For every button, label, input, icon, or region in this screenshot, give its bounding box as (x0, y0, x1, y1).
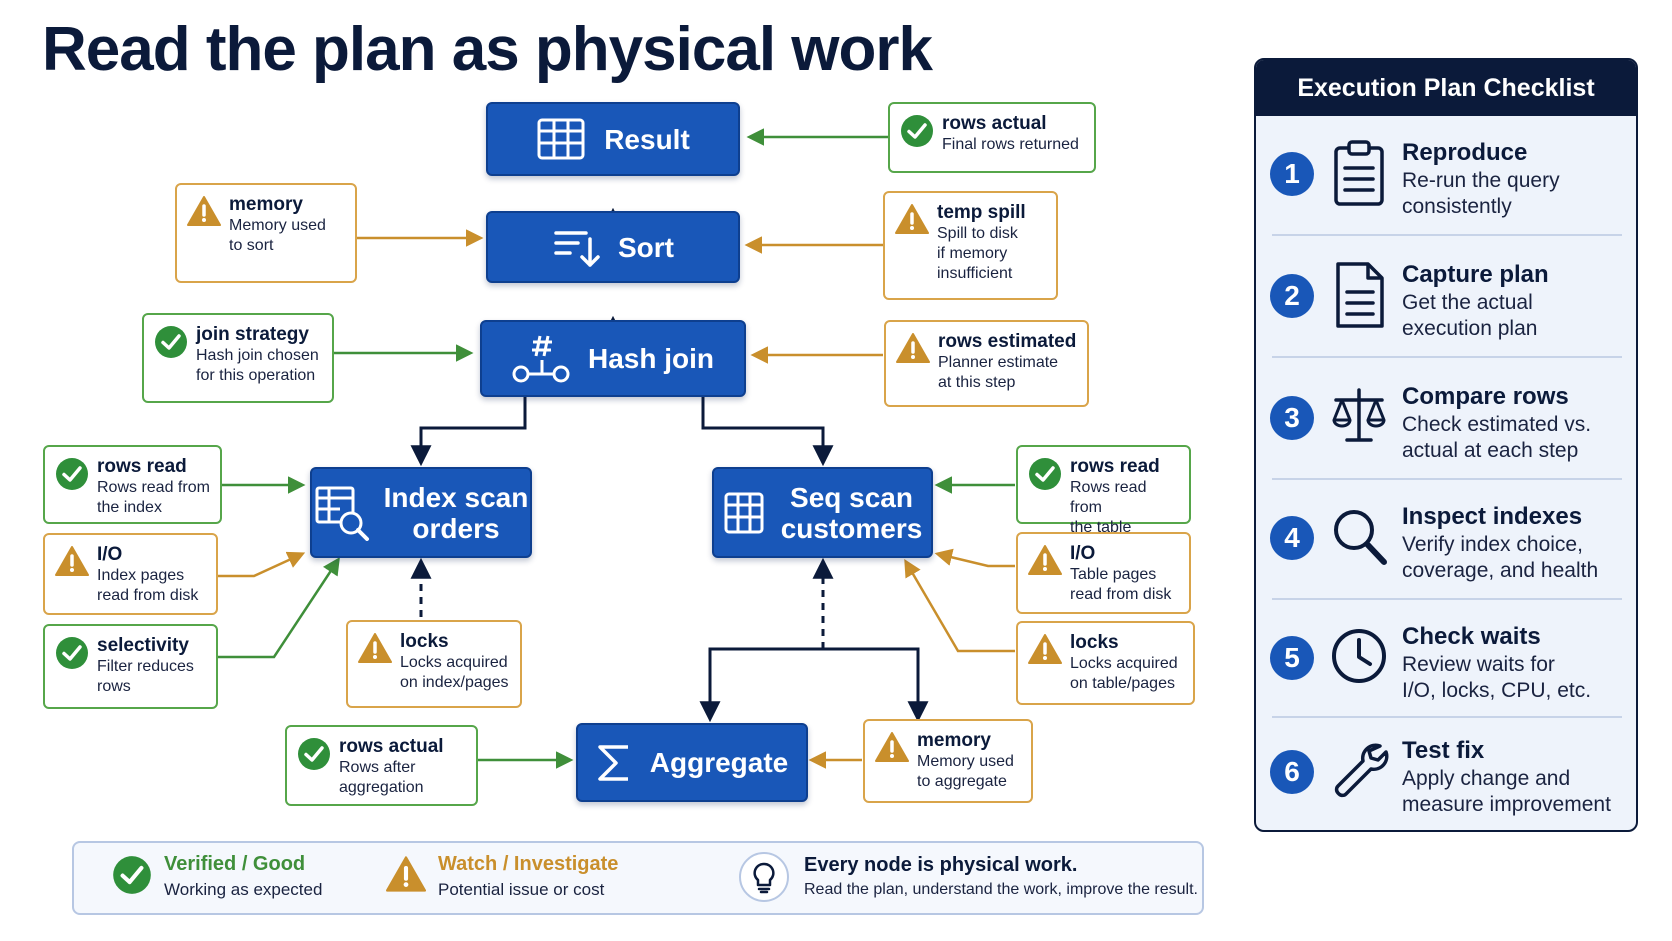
warning-icon (358, 632, 392, 669)
check-icon (112, 855, 152, 900)
checklist-title: Execution Plan Checklist (1256, 60, 1636, 116)
wrench-icon (1328, 736, 1390, 806)
table-icon (723, 491, 765, 535)
node-label: Hash join (587, 343, 714, 374)
magnifier-icon (1328, 502, 1390, 572)
warning-icon (386, 855, 426, 898)
node-result[interactable]: Result (486, 102, 740, 176)
node-label: Index scan orders (383, 481, 529, 544)
divider (1272, 598, 1622, 600)
edge-join-index (410, 397, 527, 467)
divider (1272, 716, 1622, 718)
warning-icon (1028, 544, 1062, 581)
check-icon (154, 325, 188, 364)
node-label: Seq scan customers (780, 481, 923, 544)
page-title: Read the plan as physical work (42, 15, 933, 84)
node-aggregate[interactable]: Aggregate (576, 723, 808, 802)
legend-tip: Every node is physical work.Read the pla… (738, 851, 1198, 908)
node-label: Sort (618, 231, 674, 263)
document-icon (1328, 260, 1390, 330)
node-sort[interactable]: Sort (486, 211, 740, 283)
lightbulb-icon (738, 851, 790, 908)
table-search-icon (314, 485, 370, 541)
node-index-scan[interactable]: Index scan orders (310, 467, 532, 558)
check-icon (55, 457, 89, 496)
node-hash-join[interactable]: Hash join (480, 320, 746, 397)
node-label: Aggregate (649, 747, 789, 778)
edge-join-seq (701, 397, 834, 467)
scale-icon (1328, 382, 1390, 452)
divider (1272, 234, 1622, 236)
warning-icon (55, 545, 89, 582)
check-icon (297, 737, 331, 776)
warning-icon (1028, 633, 1062, 670)
hash-join-icon (512, 334, 570, 384)
node-label: Result (604, 123, 690, 155)
node-seq-scan[interactable]: Seq scan customers (712, 467, 933, 558)
edge-agg-split (708, 647, 929, 723)
table-icon (536, 117, 586, 161)
sigma-icon (596, 741, 632, 785)
warning-icon (896, 332, 930, 369)
clipboard-icon (1328, 138, 1390, 208)
check-icon (900, 114, 934, 153)
warning-icon (875, 731, 909, 768)
divider (1272, 478, 1622, 480)
divider (1272, 356, 1622, 358)
clock-icon (1328, 622, 1390, 692)
warning-icon (187, 195, 221, 232)
check-icon (55, 636, 89, 675)
warning-icon (895, 203, 929, 240)
check-icon (1028, 457, 1062, 496)
sort-descending-icon (552, 225, 600, 269)
